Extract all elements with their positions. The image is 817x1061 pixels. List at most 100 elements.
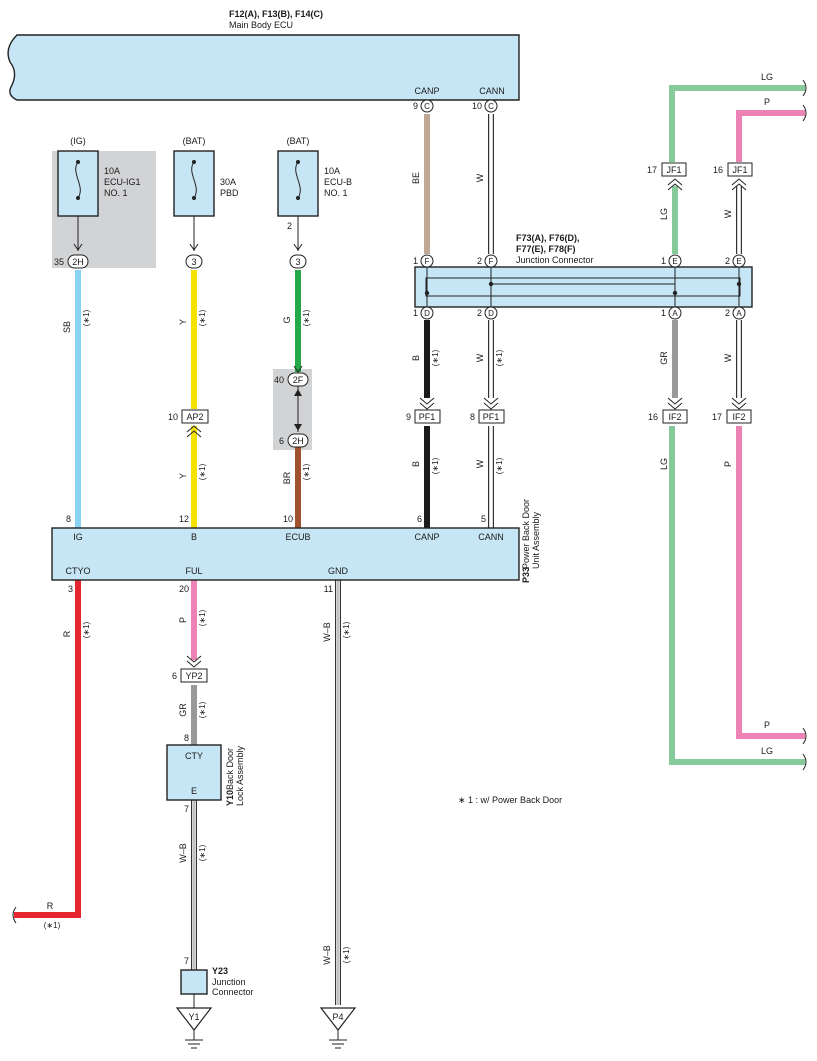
conn-2h-lower-oval xyxy=(287,433,309,448)
label-b-lower: B xyxy=(411,461,421,467)
fuse-ecub-name2: NO. 1 xyxy=(324,188,348,198)
fuse-output-connectors: 2H 3 3 35 xyxy=(54,243,307,269)
fuse-pbd-element xyxy=(191,161,197,199)
junction-y23: 7 Y23 Junction Connector xyxy=(180,956,254,1008)
pbd-pin-ecub: 10 xyxy=(283,514,293,524)
label-lg-bottom: LG xyxy=(761,746,773,756)
fuse-ig1-source: (IG) xyxy=(70,136,86,146)
y23-name1: Junction xyxy=(212,977,246,987)
splice-arrow-down xyxy=(294,424,302,431)
pbd-pin-b: 12 xyxy=(179,514,189,524)
junction-bottom-num-4: 2 xyxy=(725,308,730,318)
label-gr-right: GR xyxy=(659,351,669,365)
pbd-pin-canp: 6 xyxy=(417,514,422,524)
pbd-unit-id: P33 xyxy=(521,567,531,583)
pbd-term-gnd: GND xyxy=(328,566,349,576)
label-wb-gnd1: W–B xyxy=(322,622,332,642)
junction-bottom-num-1: 1 xyxy=(413,308,418,318)
note-r-horizontal: (∗1) xyxy=(44,921,61,930)
wires xyxy=(14,85,805,1005)
splice-arrow-up xyxy=(294,389,302,396)
wire-breaks xyxy=(12,79,807,924)
break-p-bottom xyxy=(802,727,807,745)
pf1-b-name: PF1 xyxy=(483,412,500,422)
label-be: BE xyxy=(411,172,421,184)
junction-top-num-1: 1 xyxy=(413,256,418,266)
ground-y1-triangle xyxy=(175,1007,213,1031)
fuse-ig1: (IG) 10A ECU-IG1 NO. 1 xyxy=(57,136,141,251)
label-y-lower: Y xyxy=(178,473,188,479)
fuse-pbd-source: (BAT) xyxy=(183,136,206,146)
junction-node-2 xyxy=(488,281,494,287)
junction-inner xyxy=(425,277,741,297)
lock-id: Y10 xyxy=(225,790,235,806)
wire-p-right-bottom xyxy=(736,426,805,739)
pbd-unit-name2: Unit Assembly xyxy=(531,511,541,569)
note-r: (∗1) xyxy=(82,621,91,638)
break-r xyxy=(12,906,17,924)
ap2-name: AP2 xyxy=(186,412,203,422)
if2-b-box xyxy=(726,409,752,424)
pf1-a-pin: 9 xyxy=(406,412,411,422)
lock-name2: Lock Assembly xyxy=(235,745,245,806)
note-wb-gnd1: (∗1) xyxy=(342,621,351,638)
ecu-canp-label: CANP xyxy=(414,86,439,96)
label-lg-top: LG xyxy=(761,72,773,82)
lock-box xyxy=(166,744,222,801)
y23-id: Y23 xyxy=(212,966,228,976)
ecu-canp-pin-circle xyxy=(420,99,434,113)
if2-a-chevron xyxy=(667,397,683,410)
junction-top-pin-4 xyxy=(732,254,746,268)
label-w-upper: W xyxy=(475,173,485,182)
junction-bottom-conn-4: A xyxy=(736,309,742,318)
conn-3-pbd-label: 3 xyxy=(191,257,196,267)
wire-r xyxy=(14,580,81,918)
pf1-b-chevron xyxy=(483,397,499,410)
label-w-lower: W xyxy=(475,459,485,468)
label-g: G xyxy=(282,316,292,323)
fuse-ecub-element xyxy=(295,161,301,199)
junction-top-conn-2: F xyxy=(489,257,494,266)
pf1-a-chevron xyxy=(419,397,435,410)
lock-label: Y10 Back Door Lock Assembly xyxy=(225,745,245,806)
junction-ids1: F73(A), F76(D), xyxy=(516,233,580,243)
conn-2h-oval xyxy=(67,254,89,269)
junction-bottom-pin-3 xyxy=(668,306,682,320)
fuse-pbd-rating: 30A xyxy=(220,177,236,187)
ecu-cann-conn: C xyxy=(488,102,494,111)
if2-b-pin: 17 xyxy=(712,412,722,422)
main-body-ecu: F12(A), F13(B), F14(C) Main Body ECU CAN… xyxy=(7,9,520,101)
fuse-ig1-element xyxy=(75,161,81,199)
junction-box xyxy=(414,266,753,308)
if2-a-name: IF2 xyxy=(668,412,681,422)
note-marks: (∗1) (∗1) (∗1) (∗1) (∗1) (∗1) (∗1) (∗1) … xyxy=(44,309,504,963)
junction-top-conn-3: E xyxy=(672,257,677,266)
note-wb-lock: (∗1) xyxy=(198,844,207,861)
pbd-pin-ctyo: 3 xyxy=(68,584,73,594)
note-gr-yp2: (∗1) xyxy=(198,701,207,718)
ecu-pins: C C 9 10 xyxy=(413,99,498,113)
label-y-upper: Y xyxy=(178,319,188,325)
label-br: BR xyxy=(282,471,292,484)
fuse-ig1-rating: 10A xyxy=(104,166,120,176)
ap2-box xyxy=(181,409,209,424)
label-sb: SB xyxy=(62,321,72,333)
jf1-a-name: JF1 xyxy=(666,165,681,175)
label-b-upper: B xyxy=(411,355,421,361)
jf1-b-chevron xyxy=(731,178,747,191)
pbd-pin-cann: 5 xyxy=(481,514,486,524)
yp2-name: YP2 xyxy=(185,671,202,681)
junction-bottom-conn-1: D xyxy=(424,309,430,318)
pbd-term-cann: CANN xyxy=(478,532,504,542)
pbd-term-ecub: ECUB xyxy=(285,532,310,542)
junction-bottom-conn-3: A xyxy=(672,309,678,318)
fuse-ecub-pin: 2 xyxy=(287,221,292,231)
break-p-top xyxy=(802,104,807,122)
lock-term-cty: CTY xyxy=(185,751,203,761)
note-g: (∗1) xyxy=(302,309,311,326)
junction-connector: F73(A), F76(D), F77(E), F78(F) Junction … xyxy=(413,233,753,320)
ecu-cann-pin: 10 xyxy=(472,101,482,111)
pbd-term-canp: CANP xyxy=(414,532,439,542)
note-br: (∗1) xyxy=(302,463,311,480)
